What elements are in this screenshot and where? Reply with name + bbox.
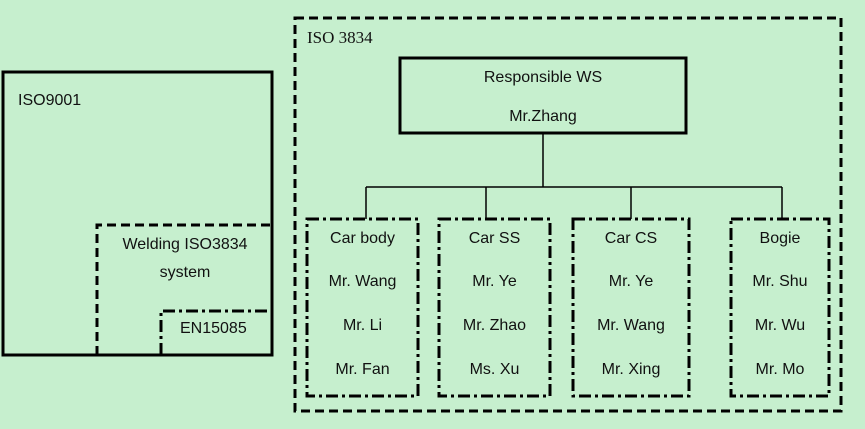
iso3834-label: ISO 3834: [307, 28, 373, 47]
group-title-car-cs: Car CS: [604, 230, 658, 247]
group-title-car-ss: Car SS: [468, 230, 521, 247]
en15085-label: EN15085: [180, 320, 247, 337]
group-member: Mr. Ye: [472, 273, 517, 290]
iso9001-label: ISO9001: [18, 92, 82, 109]
group-member: Mr. Wu: [754, 317, 806, 334]
group-member: Mr. Li: [342, 317, 383, 334]
welding-system-frame: [95, 223, 272, 355]
group-title-car-body: Car body: [330, 230, 395, 247]
en15085-frame: [159, 309, 272, 355]
group-frame-car-cs: [571, 217, 691, 398]
iso9001-frame: [1, 70, 274, 357]
group-member: Mr. Zhao: [462, 317, 527, 334]
iso3834-frame: [293, 16, 843, 413]
group-member: Mr. Shu: [752, 273, 808, 290]
responsible-ws-person: Mr.Zhang: [509, 108, 577, 125]
group-frame-car-ss: [437, 217, 552, 398]
welding-system-title: Welding ISO3834: [122, 236, 248, 253]
responsible-ws-title: Responsible WS: [483, 69, 603, 86]
group-frame-car-body: [305, 217, 420, 398]
group-member: Mr. Xing: [601, 361, 661, 378]
welding-system-subtitle: system: [159, 264, 211, 281]
group-member: Mr. Wang: [328, 273, 397, 290]
group-member: Mr. Fan: [335, 361, 390, 378]
group-member: Mr. Mo: [755, 361, 805, 378]
group-member: Mr. Wang: [597, 317, 665, 334]
group-member: Mr. Ye: [608, 273, 654, 290]
group-title-bogie: Bogie: [759, 230, 801, 247]
group-frame-bogie: [729, 217, 831, 398]
group-member: Ms. Xu: [469, 361, 520, 378]
